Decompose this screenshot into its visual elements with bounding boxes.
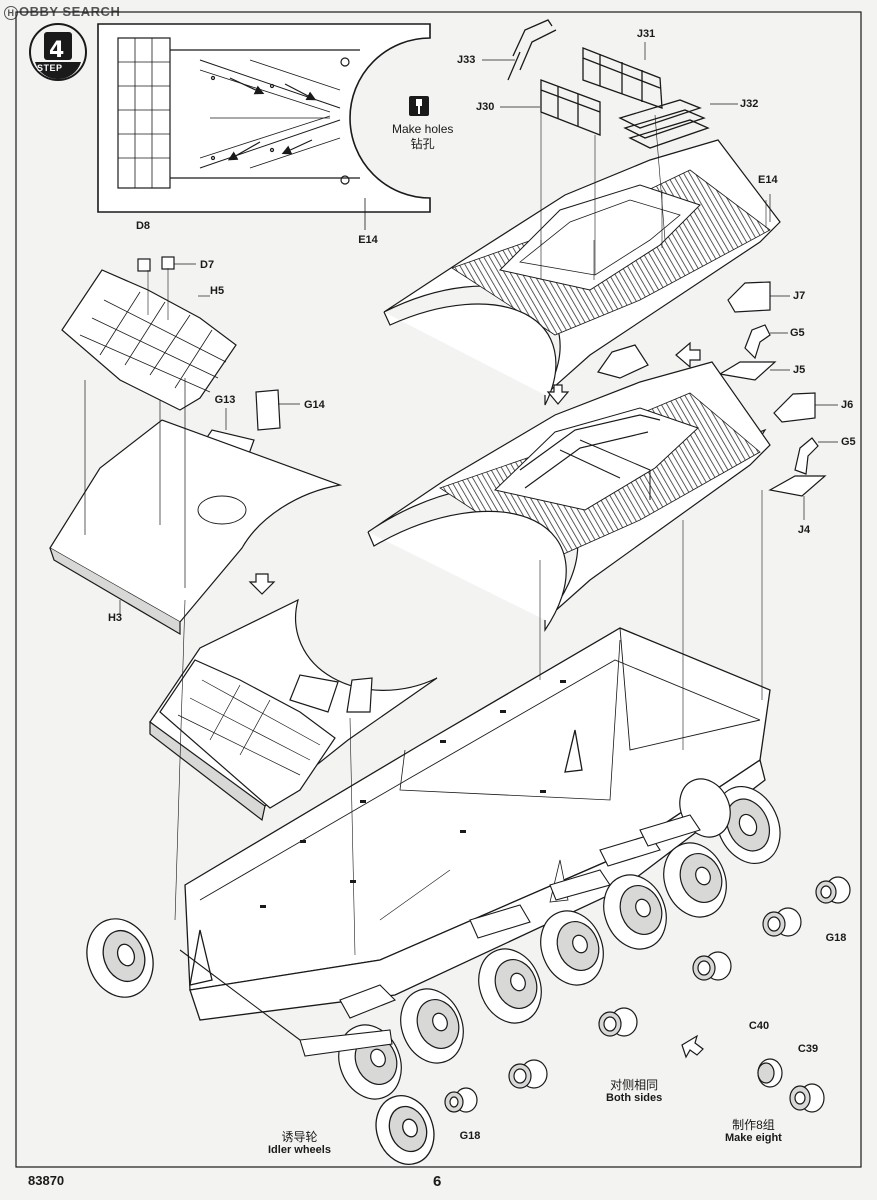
h5-hatch-panel — [61, 256, 237, 411]
drill-icon — [409, 96, 429, 116]
make-holes-en: Make holes — [392, 122, 454, 136]
label-d8: D8 — [135, 220, 151, 232]
road-wheels — [338, 842, 727, 1100]
label-e14-main: E14 — [758, 174, 778, 186]
document-number: 83870 — [28, 1173, 65, 1188]
idler-wheels-cn: 诱导轮 — [281, 1130, 318, 1144]
h3-assembled — [149, 598, 438, 822]
e14-engine-deck-assembled — [367, 361, 771, 632]
label-j33: J33 — [457, 54, 476, 66]
wheel-caps — [444, 876, 851, 1113]
label-d7: D7 — [200, 259, 215, 271]
both-sides-en: Both sides — [606, 1092, 663, 1104]
label-c40: C40 — [748, 1020, 770, 1032]
handrails-j30-j33 — [507, 19, 710, 275]
label-j32: J32 — [740, 98, 759, 110]
label-j7: J7 — [793, 290, 806, 302]
part-j7-g5-j5 — [597, 281, 790, 381]
step-badge — [29, 23, 87, 81]
label-j30: J30 — [476, 101, 495, 113]
label-g13: G13 — [214, 394, 236, 406]
step-number: 4 — [49, 38, 65, 63]
label-j31: J31 — [636, 28, 656, 40]
e14-underside-inset — [97, 23, 431, 230]
both-sides-note: 对侧相同 Both sides — [606, 1079, 662, 1105]
make-holes-note: Make holes 钻孔 — [392, 122, 453, 152]
suspension-arms — [179, 814, 701, 1057]
label-h5: H5 — [210, 285, 225, 297]
label-g18-bottom: G18 — [459, 1130, 481, 1142]
idler-wheels-note: 诱导轮 Idler wheels — [268, 1131, 331, 1157]
make-holes-cn: 钻孔 — [410, 137, 435, 151]
label-c39: C39 — [797, 1043, 819, 1055]
label-e14-inset: E14 — [358, 234, 378, 246]
leader-lines-upper-right — [482, 42, 771, 222]
label-j5: J5 — [793, 364, 806, 376]
watermark-logo: H — [4, 6, 18, 20]
idler-wheels-en: Idler wheels — [268, 1144, 331, 1156]
label-h3: H3 — [107, 612, 123, 624]
label-g14: G14 — [304, 399, 325, 411]
e14-engine-deck-upper — [383, 139, 781, 406]
page-border — [15, 11, 862, 1168]
idler-wheel-front — [86, 918, 154, 998]
label-g5-bottom: G5 — [841, 436, 856, 448]
both-sides-cn: 对侧相同 — [610, 1078, 659, 1092]
make-eight-cn: 制作8组 — [732, 1118, 775, 1132]
label-g5-top: G5 — [790, 327, 805, 339]
make-eight-note: 制作8组 Make eight — [725, 1119, 782, 1145]
hull-body — [184, 627, 771, 1021]
h3-plate — [49, 378, 343, 636]
idler-wheel-rear — [375, 1095, 435, 1165]
page-number: 6 — [433, 1173, 442, 1190]
make-eight-en: Make eight — [725, 1132, 782, 1144]
label-j4: J4 — [797, 524, 811, 536]
assembly-guide-lines — [147, 268, 763, 956]
label-g18-right: G18 — [825, 932, 847, 944]
step-word: STEP — [37, 63, 63, 73]
label-j6: J6 — [841, 399, 854, 411]
